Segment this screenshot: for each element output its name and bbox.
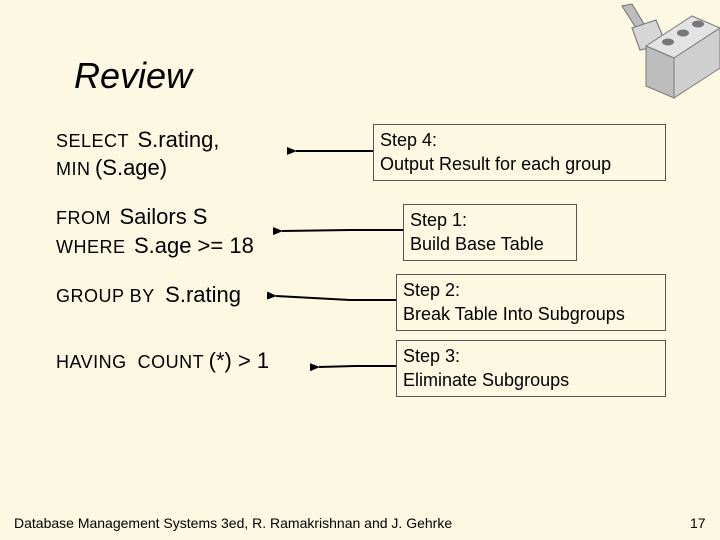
arrow-step-2 [266, 291, 396, 301]
sql-argument: (S.age) [94, 155, 168, 180]
sql-line-having: HAVING COUNT (*) > 1 [56, 350, 269, 372]
step-heading: Step 3: [403, 346, 461, 366]
sql-argument: S.rating, [137, 127, 220, 152]
sql-argument: (*) > 1 [208, 348, 270, 373]
step-box-2: Step 2: Break Table Into Subgroups [396, 274, 666, 331]
page-number: 17 [690, 515, 706, 531]
step-description: Build Base Table [410, 234, 544, 254]
sql-keyword: GROUP BY [56, 286, 155, 306]
slide-title: Review [74, 55, 193, 96]
sql-line-from: FROM Sailors S [56, 206, 208, 228]
step-box-1: Step 1: Build Base Table [403, 204, 577, 261]
step-heading: Step 4: [380, 130, 438, 150]
sql-keyword: MIN [56, 159, 91, 179]
sql-line-where: WHERE S.age >= 18 [56, 235, 254, 257]
step-description: Output Result for each group [380, 154, 612, 174]
sql-argument: Sailors S [119, 204, 208, 229]
sql-argument: S.age >= 18 [133, 233, 254, 258]
arrow-step-3 [309, 363, 396, 372]
sql-keyword: WHERE [56, 237, 126, 257]
brick-and-trowel-icon [621, 3, 720, 99]
sql-line-group-by: GROUP BY S.rating [56, 284, 241, 306]
sql-keyword: HAVING COUNT [56, 352, 205, 372]
step-box-4: Step 4: Output Result for each group [373, 124, 666, 181]
slide-footer: Database Management Systems 3ed, R. Rama… [14, 515, 453, 531]
sql-keyword: SELECT [56, 131, 130, 151]
sql-line-select: SELECT S.rating, [56, 129, 219, 151]
arrow-step-1 [272, 227, 403, 236]
sql-keyword: FROM [56, 208, 111, 228]
step-heading: Step 2: [403, 280, 461, 300]
step-description: Eliminate Subgroups [403, 370, 570, 390]
step-box-3: Step 3: Eliminate Subgroups [396, 340, 666, 397]
step-heading: Step 1: [410, 210, 468, 230]
sql-argument: S.rating [165, 282, 241, 307]
step-description: Break Table Into Subgroups [403, 304, 625, 324]
sql-line-min: MIN (S.age) [56, 157, 167, 179]
